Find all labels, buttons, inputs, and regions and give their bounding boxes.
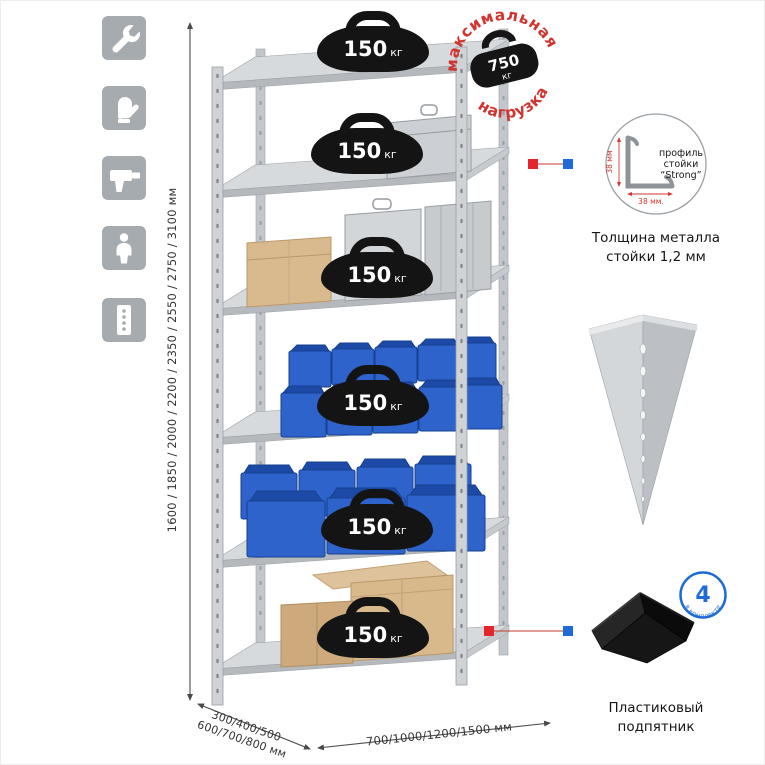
- kit-count-badge: 4 в комплекте: [679, 571, 727, 620]
- foot-connector-red-square: [484, 626, 494, 636]
- max-load-stamp: максимальная нагрузка 750 кг: [431, 1, 579, 142]
- stamp-arc-bottom-text: нагрузка: [472, 80, 557, 130]
- profile-angle-drawing: [625, 135, 675, 189]
- plastic-foot-image: [591, 592, 695, 664]
- stamp-weight-handle: [481, 30, 517, 49]
- foot-connector-blue-square: [563, 626, 573, 636]
- feature-tile-post: [102, 298, 146, 342]
- feature-tile-person: [102, 226, 146, 270]
- cardboard-box-shelf3: [246, 236, 332, 308]
- profile-label-line3: “Strong”: [660, 170, 701, 181]
- plastic-foot-line1: Пластиковый: [608, 700, 704, 716]
- profile-callout-circle: 38 мм 38 мм. профиль стойки “Strong”: [605, 113, 707, 215]
- plastic-foot-label: Пластиковый подпятник: [576, 699, 736, 737]
- profile-horizontal-dim: 38 мм.: [638, 197, 664, 206]
- load-unit: кг: [394, 524, 407, 537]
- person-icon: [116, 233, 132, 264]
- badge-arc-text: в комплекте: [683, 604, 722, 620]
- load-value: 150: [337, 139, 382, 163]
- load-unit: кг: [390, 400, 403, 413]
- load-value: 150: [343, 623, 388, 647]
- metal-thickness-line1: Толщина металла: [591, 230, 721, 246]
- metal-thickness-note: Толщина металла стойки 1,2 мм: [576, 229, 736, 267]
- metal-thickness-line2: стойки 1,2 мм: [606, 248, 706, 265]
- profile-connector-red-square: [528, 159, 538, 169]
- svg-text:нагрузка: нагрузка: [472, 80, 557, 130]
- feature-tile-drill: [102, 156, 146, 200]
- load-value: 150: [343, 37, 388, 61]
- drill-icon: [110, 170, 140, 192]
- load-value: 150: [347, 515, 392, 539]
- post-holes: [639, 343, 647, 502]
- svg-text:в комплекте: в комплекте: [683, 604, 722, 620]
- load-unit: кг: [390, 632, 403, 645]
- depth-dimension-label: 300/400/500 600/700/800 мм: [195, 705, 292, 761]
- profile-label-line2: стойки: [664, 159, 699, 170]
- height-dimension-label: 1600 / 1850 / 2000 / 2200 / 2350 / 2550 …: [165, 187, 179, 533]
- profile-vertical-dim: 38 мм: [605, 150, 614, 173]
- feature-tile-gloves: [102, 86, 146, 130]
- max-load-stamp-graphic: максимальная нагрузка 750 кг: [431, 1, 563, 130]
- load-unit: кг: [390, 46, 403, 59]
- gloves-icon: [118, 97, 139, 123]
- perforated-post-icon: [117, 305, 131, 335]
- wrench-icon: [112, 25, 140, 53]
- profile-label-line1: профиль: [659, 148, 703, 159]
- badge-count: 4: [695, 583, 710, 608]
- profile-connector-blue-square: [563, 159, 573, 169]
- load-unit: кг: [384, 148, 397, 161]
- plastic-foot-line2: подпятник: [617, 718, 695, 735]
- corner-post-image: [588, 314, 698, 526]
- feature-tile-assembly: [102, 16, 146, 60]
- load-value: 150: [347, 263, 392, 287]
- load-unit: кг: [394, 272, 407, 285]
- load-value: 150: [343, 391, 388, 415]
- width-dimension-label: 700/1000/1200/1500 мм: [365, 719, 513, 749]
